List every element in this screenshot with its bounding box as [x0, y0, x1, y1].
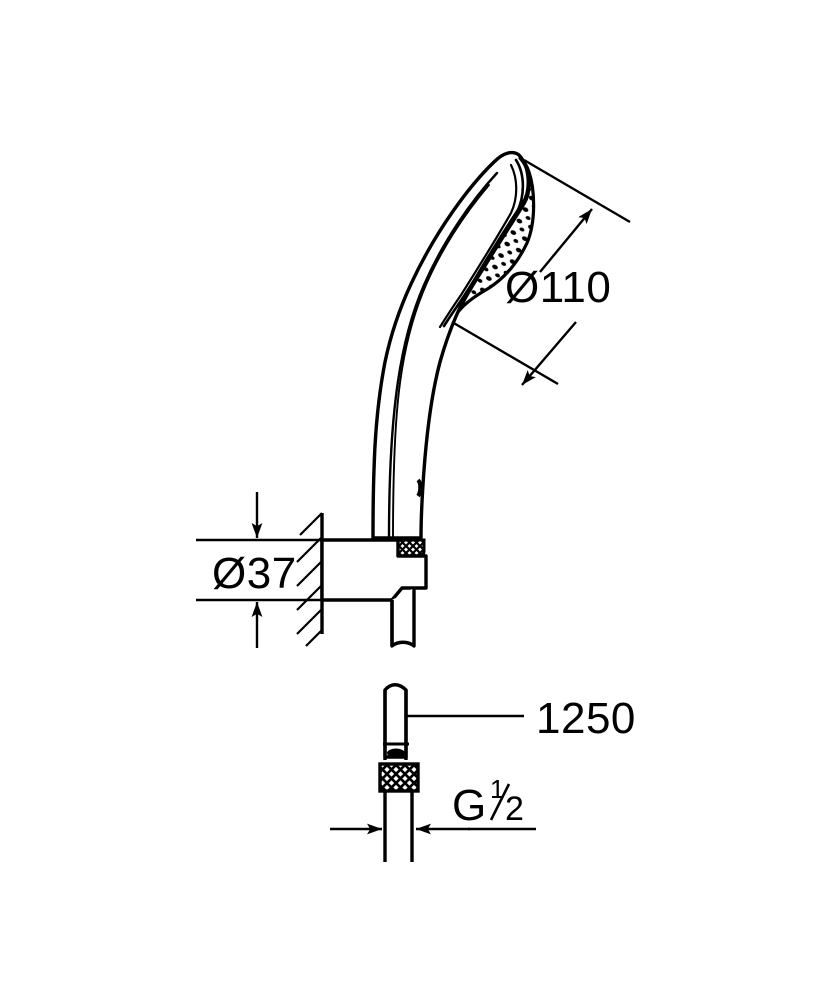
spray-face-nozzle-pattern — [456, 156, 536, 314]
dimension-label-thread-letter: G — [452, 781, 487, 830]
handle-highlight-line-2 — [392, 184, 490, 539]
spray-face-rim — [442, 158, 525, 328]
dimension-hose-length: 1250 — [406, 694, 636, 743]
spray-face — [438, 156, 536, 329]
shower-outer-contour — [371, 150, 530, 540]
hatched-wall-section — [296, 512, 324, 647]
dim110-extension-lower — [451, 320, 559, 386]
wall-holder-body — [320, 538, 428, 602]
handle-detail-nib — [416, 478, 423, 498]
dim110-arrow-lower — [521, 321, 577, 386]
dimension-label-thread-denominator: 2 — [505, 790, 524, 828]
dim110-extension-upper — [523, 158, 631, 224]
dimension-spray-face-diameter: Ø110 — [451, 158, 631, 386]
wall-holder-bracket — [320, 538, 428, 648]
dimension-thread-size: G 1 2 — [330, 774, 536, 835]
spray-face-inner-rim — [438, 163, 518, 329]
hose-break-symbol — [383, 683, 408, 759]
hand-shower-body — [371, 150, 536, 565]
wall-hatching — [296, 512, 323, 647]
dimension-wall-holder-offset: Ø37 — [196, 492, 322, 648]
dim110-arrow-upper — [539, 208, 593, 273]
knurled-hose-nut — [378, 762, 420, 793]
dimension-label-thread-numerator: 1 — [490, 774, 504, 804]
hose-oval-slot — [387, 748, 405, 758]
hose-connector-detail — [378, 683, 420, 862]
dimension-label-wall-holder-offset: Ø37 — [212, 549, 297, 598]
fraction-slash — [489, 783, 511, 821]
dimension-label-hose-length: 1250 — [536, 694, 636, 743]
dimension-label-spray-face-diameter: Ø110 — [505, 263, 611, 312]
handle-highlight-line — [387, 171, 499, 540]
